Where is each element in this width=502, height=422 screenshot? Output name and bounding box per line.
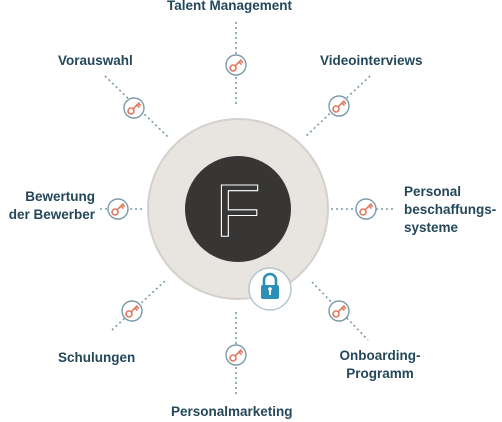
label-vorauswahl: Vorauswahl: [58, 53, 133, 68]
hub-center-disc: [185, 156, 291, 262]
label-onboarding-line-2: Programm: [346, 366, 414, 381]
label-onboarding-line-1: Onboarding-: [339, 348, 421, 363]
label-talent-management: Talent Management: [167, 0, 293, 13]
key-node-personal[interactable]: [355, 198, 377, 220]
lock-badge: [248, 267, 292, 311]
hub-letter: F: [215, 169, 260, 252]
label-bewertung: Bewertung der Bewerber: [0, 188, 95, 224]
key-node-talent[interactable]: [225, 54, 247, 76]
key-node-onboarding[interactable]: [328, 300, 350, 322]
label-bewertung-line-1: Bewertung: [25, 189, 95, 204]
lock-icon: [261, 272, 279, 299]
key-node-bewertung[interactable]: [107, 198, 129, 220]
label-personalmarketing: Personalmarketing: [171, 404, 293, 419]
label-onboarding: Onboarding- Programm: [330, 347, 430, 383]
label-personal-line-2: beschaffungs-: [404, 202, 497, 217]
label-personal-line-3: systeme: [404, 220, 459, 235]
label-personal-line-1: Personal: [404, 184, 462, 199]
label-videointerviews: Videointerviews: [320, 53, 423, 68]
key-node-marketing[interactable]: [225, 344, 247, 366]
key-node-schulungen[interactable]: [121, 300, 143, 322]
label-bewertung-line-2: der Bewerber: [8, 207, 95, 222]
label-personal: Personal beschaffungs- systeme: [404, 183, 496, 237]
key-node-vorauswahl[interactable]: [123, 97, 145, 119]
label-schulungen: Schulungen: [58, 350, 136, 365]
key-node-video[interactable]: [328, 95, 350, 117]
